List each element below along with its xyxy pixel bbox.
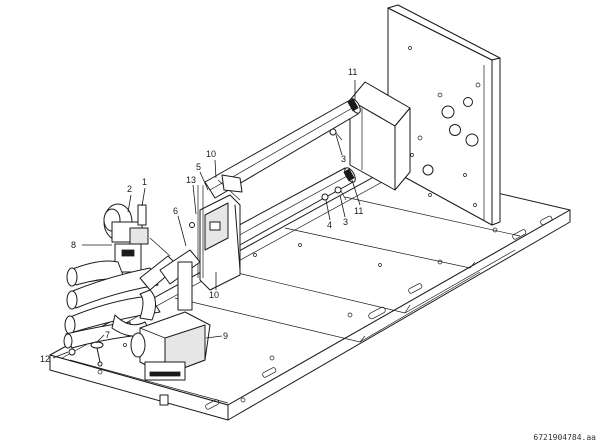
callout-11-lower: 11 [354,206,364,216]
callout-5: 5 [196,162,202,172]
callout-3-upper: 3 [341,154,347,164]
callout-11-upper: 11 [348,67,358,77]
valve-assembly [103,203,171,273]
callout-12: 12 [40,354,51,364]
callout-10-upper: 10 [206,149,217,159]
circulation-pump [130,311,211,381]
electrical-bracket [189,174,243,291]
callout-1: 1 [142,177,148,187]
connection-pipes [63,249,201,349]
callout-7: 7 [105,330,111,340]
callout-6: 6 [173,206,179,216]
callout-4: 4 [327,220,333,230]
callout-2: 2 [127,184,133,194]
callout-10-lower: 10 [209,290,220,300]
callout-9: 9 [223,331,229,341]
callout-13: 13 [186,175,197,185]
leader-lines [52,80,361,359]
callout-3-lower: 3 [343,217,349,227]
heat-exchanger-block [349,81,411,191]
long-pipes [204,98,361,247]
drawing-reference-code: 6721904784.aa [533,433,596,442]
callout-8: 8 [71,240,77,250]
